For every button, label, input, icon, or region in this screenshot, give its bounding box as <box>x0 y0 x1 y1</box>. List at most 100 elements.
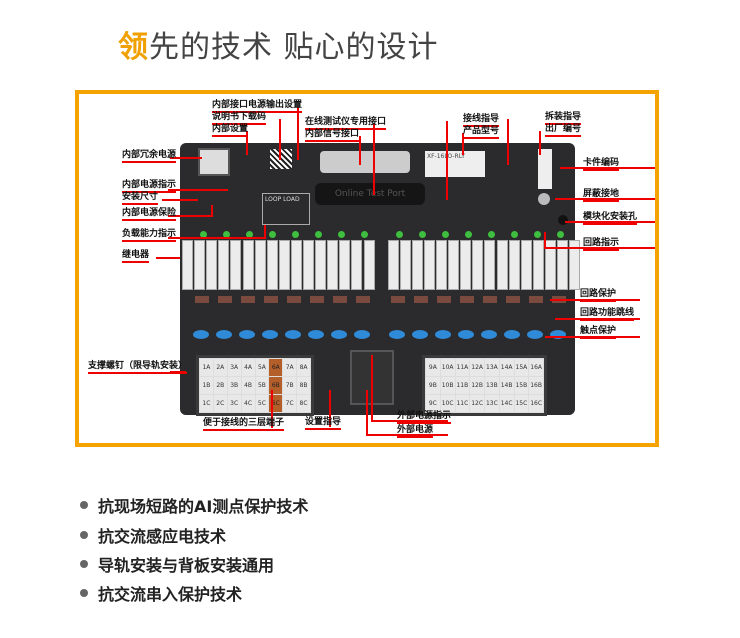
terminal-13A: 13A <box>485 359 499 376</box>
terminal-9C: 9C <box>426 395 440 412</box>
terminal-12A: 12A <box>470 359 484 376</box>
callout-line <box>168 225 266 239</box>
terminal-4A: 4A <box>241 359 255 376</box>
label-internal-power-output: 内部接口电源输出设置 <box>212 100 303 113</box>
relay <box>194 240 206 290</box>
callout-line <box>544 232 655 249</box>
terminal-15B: 15B <box>514 377 529 394</box>
loop-indicator-led <box>557 231 564 238</box>
terminal-8A: 8A <box>297 359 310 376</box>
redundant-power <box>198 148 230 176</box>
terminal-15A: 15A <box>514 359 529 376</box>
label-mounting-hole: 模块化安装孔 <box>583 212 638 225</box>
label-install-size: 安装尺寸 <box>122 192 159 205</box>
relay <box>508 240 520 290</box>
relay <box>532 240 544 290</box>
contact-protection-capacitor <box>435 330 451 339</box>
load-panel: LOOP LOAD <box>262 193 310 225</box>
terminal-10C: 10C <box>440 395 455 412</box>
label-support-screw: 支撑螺钉（限导轨安装） <box>88 361 188 374</box>
relay <box>472 240 484 290</box>
fuse <box>391 296 405 303</box>
terminal-3B: 3B <box>227 377 241 394</box>
loop-indicator-led <box>223 231 230 238</box>
label-internal-settings: 内部设置 <box>212 124 249 137</box>
fuse <box>506 296 520 303</box>
label-wiring-guide: 接线指导 <box>463 114 500 127</box>
relay <box>339 240 351 290</box>
contact-protection-capacitor <box>262 330 278 339</box>
label-install-guide: 拆装指导 <box>545 112 582 125</box>
relay <box>496 240 508 290</box>
bullet-icon <box>80 560 88 568</box>
relay <box>484 240 496 290</box>
label-internal-fuse: 内部电源保险 <box>122 208 177 221</box>
contact-protection-capacitor <box>285 330 301 339</box>
label-external-power: 外部电源 <box>397 425 434 438</box>
feature-item: 抗现场短路的AI测点保护技术 <box>80 493 308 517</box>
contact-protection-capacitor <box>331 330 347 339</box>
terminal-5C: 5C <box>255 395 269 412</box>
contact-protection-capacitor <box>550 330 566 339</box>
feature-item: 抗交流串入保护技术 <box>80 581 242 605</box>
label-loop-protection: 回路保护 <box>580 289 617 302</box>
callout-line <box>371 355 448 422</box>
loop-indicator-led <box>488 231 495 238</box>
loop-indicator-led <box>534 231 541 238</box>
terminal-1B: 1B <box>200 377 213 394</box>
label-loop-indicator: 回路指示 <box>583 238 620 251</box>
relay <box>218 240 230 290</box>
contact-protection-capacitor <box>458 330 474 339</box>
feature-text: 抗交流串入保护技术 <box>98 585 243 604</box>
loop-indicator-led <box>442 231 449 238</box>
contact-protection-capacitor <box>193 330 209 339</box>
mounting-hole <box>558 215 568 225</box>
label-three-layer-terminal: 便于接线的三层端子 <box>203 418 285 431</box>
loop-indicator-led <box>246 231 253 238</box>
dsub-connector <box>320 151 410 173</box>
relay <box>387 240 399 290</box>
page-title: 领先的技术 贴心的设计 <box>118 22 439 66</box>
feature-item: 导轨安装与背板安装通用 <box>80 552 274 576</box>
loop-indicator-led <box>511 231 518 238</box>
terminal-4C: 4C <box>241 395 255 412</box>
fuse <box>437 296 451 303</box>
fuse <box>333 296 347 303</box>
relay <box>448 240 460 290</box>
label-setting-guide: 设置指导 <box>305 417 342 430</box>
terminal-9A: 9A <box>426 359 440 376</box>
relay <box>520 240 532 290</box>
fuse <box>218 296 232 303</box>
label-load-capacity: 负载能力指示 <box>122 229 177 242</box>
feature-text: 抗交流感应电技术 <box>98 527 227 546</box>
terminal-6A: 6A <box>269 359 283 376</box>
contact-protection-capacitor <box>216 330 232 339</box>
terminal-15C: 15C <box>514 395 529 412</box>
contact-protection-capacitor <box>412 330 428 339</box>
label-manual-download-code: 说明书下载码 <box>212 112 267 125</box>
terminal-1A: 1A <box>200 359 213 376</box>
bullet-icon <box>80 531 88 539</box>
terminal-16B: 16B <box>529 377 543 394</box>
fuse <box>310 296 324 303</box>
terminal-11C: 11C <box>455 395 470 412</box>
online-test-port: Online Test Port <box>315 183 425 205</box>
loop-indicator-led <box>292 231 299 238</box>
label-card-coding: 卡件编码 <box>583 158 620 171</box>
terminal-9B: 9B <box>426 377 440 394</box>
relay <box>569 240 581 290</box>
terminal-2A: 2A <box>213 359 227 376</box>
model-label: XF-16LO-RLY <box>425 151 485 177</box>
fuse <box>264 296 278 303</box>
loop-indicator-led <box>361 231 368 238</box>
terminal-8C: 8C <box>297 395 310 412</box>
feature-item: 抗交流感应电技术 <box>80 523 226 547</box>
label-product-model: 产品型号 <box>463 126 500 139</box>
relay <box>266 240 278 290</box>
relay <box>327 240 339 290</box>
contact-protection-capacitor <box>239 330 255 339</box>
bullet-icon <box>80 501 88 509</box>
fuse <box>241 296 255 303</box>
relay <box>303 240 314 290</box>
